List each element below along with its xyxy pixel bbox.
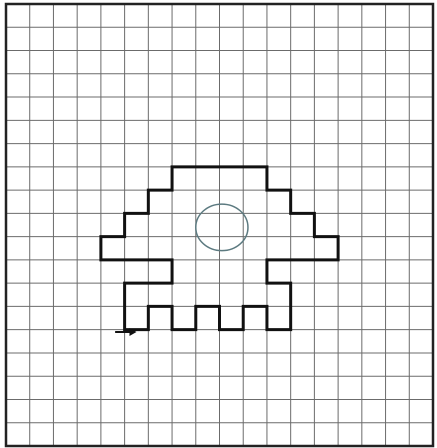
center-circle: [196, 204, 248, 251]
grid-lines: [6, 4, 433, 446]
